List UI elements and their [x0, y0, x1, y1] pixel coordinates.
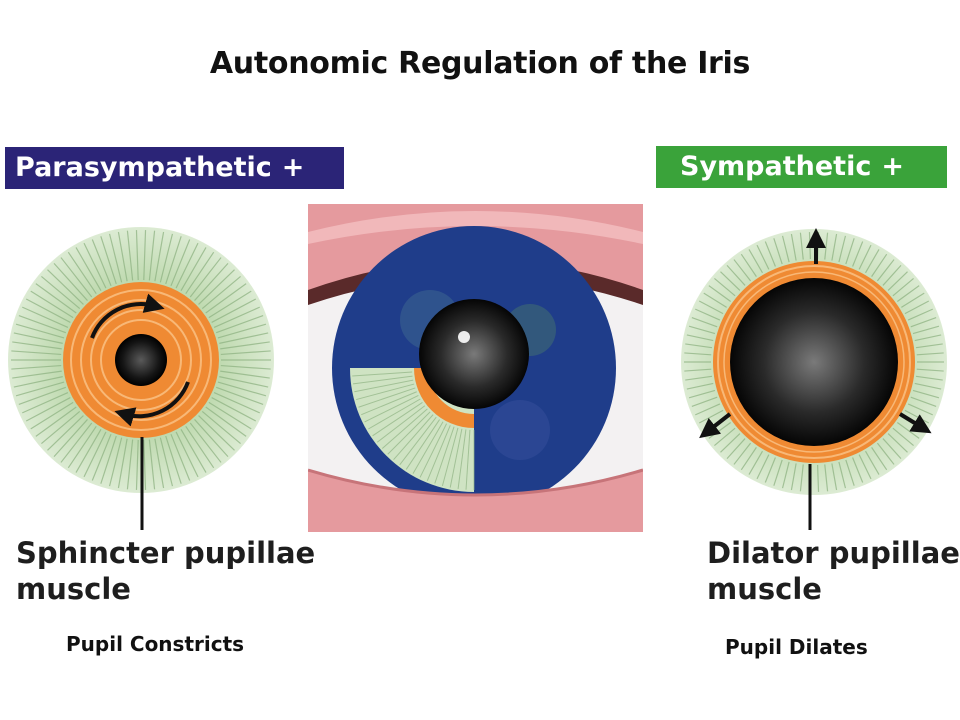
sphincter-label-line2: muscle [16, 572, 131, 606]
left-iris [8, 227, 274, 530]
dilator-pupillae-label: Dilator pupillae muscle [707, 535, 960, 607]
sympathetic-banner: Sympathetic + [656, 146, 947, 188]
right-iris [681, 228, 947, 530]
dilated-pupil [730, 278, 898, 446]
central-eye-illustration [308, 204, 643, 532]
dilator-label-line1: Dilator pupillae [707, 536, 960, 570]
parasympathetic-plus-sign: + [281, 152, 305, 183]
pupil-constricts-caption: Pupil Constricts [66, 632, 245, 656]
constricted-pupil [115, 334, 167, 386]
eye-pupil [419, 299, 529, 409]
dilator-label-line2: muscle [707, 572, 822, 606]
parasympathetic-banner: Parasympathetic + [5, 147, 344, 189]
sphincter-label-line1: Sphincter pupillae [16, 536, 316, 570]
sympathetic-plus-sign: + [881, 151, 904, 182]
sphincter-pupillae-label: Sphincter pupillae muscle [16, 535, 315, 607]
sympathetic-banner-label: Sympathetic [680, 151, 872, 182]
page-title: Autonomic Regulation of the Iris [209, 46, 751, 81]
pupil-dilates-caption: Pupil Dilates [725, 635, 868, 659]
dilation-arrow-right [898, 412, 932, 434]
left-iris-fibers [11, 230, 271, 490]
constriction-arrow-top [90, 293, 165, 339]
constriction-arrow-bottom [114, 381, 190, 427]
parasympathetic-banner-label: Parasympathetic [15, 152, 272, 183]
dilation-arrow-left [699, 412, 732, 439]
